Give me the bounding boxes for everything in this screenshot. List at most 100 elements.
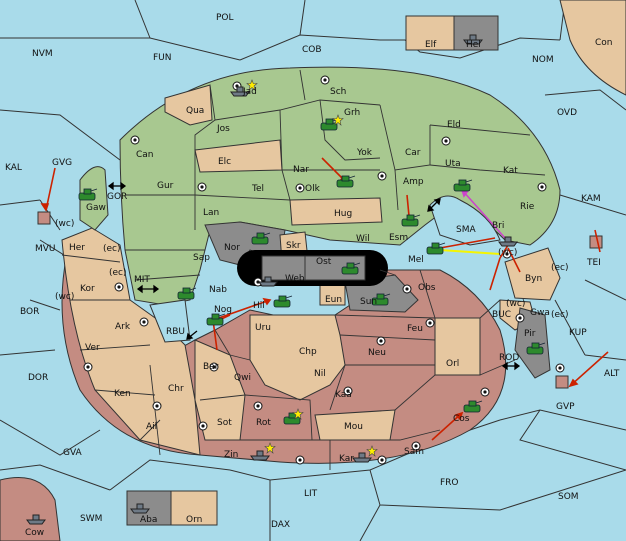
sea-kam: KAM xyxy=(581,194,601,204)
sea-rod: ROD xyxy=(499,353,519,363)
province-elc-label: Elc xyxy=(218,157,231,167)
sea-sma: SMA xyxy=(456,225,476,235)
province-byn-label: Byn xyxy=(525,274,542,284)
province-eun-label: Eun xyxy=(325,295,342,305)
province-mvu-marker[interactable] xyxy=(37,211,51,225)
province-nab-label: Nab xyxy=(209,285,227,295)
province-con-label: Con xyxy=(595,38,613,48)
coast-bri-wc: (wc) xyxy=(498,248,517,258)
province-car-label: Car xyxy=(405,148,421,158)
province-hug-area[interactable] xyxy=(289,197,383,226)
sea-gor: GOR xyxy=(107,192,127,202)
province-borders xyxy=(61,69,546,470)
province-gvp-marker[interactable] xyxy=(555,375,569,389)
province-qwi-label: Qwi xyxy=(234,373,251,383)
army-units xyxy=(78,118,546,425)
province-kat-label: Kat xyxy=(503,166,518,176)
province-orl-label: Orl xyxy=(446,359,459,369)
province-hug-label: Hug xyxy=(334,209,352,219)
province-kar-label: Kar xyxy=(339,454,354,464)
adjacency-arrows xyxy=(107,181,521,371)
lake-sma xyxy=(429,195,501,246)
inlet-rbu xyxy=(149,299,191,343)
province-cow[interactable] xyxy=(0,477,61,541)
gray-labels: Skr Ost Web Sun Pir Hel Aba xyxy=(140,40,536,525)
province-chr-label: Chr xyxy=(168,384,184,394)
province-amp-label: Amp xyxy=(403,177,424,187)
province-gur-label: Gur xyxy=(157,181,174,191)
province-chp-label: Chp xyxy=(299,347,317,357)
province-aba-label: Aba xyxy=(140,515,157,525)
province-rie-label: Rie xyxy=(520,202,535,212)
province-nor-label: Nor xyxy=(224,243,240,253)
sea-alt: ALT xyxy=(604,369,620,379)
province-sun-label: Sun xyxy=(360,297,377,307)
supply-centers xyxy=(83,75,565,465)
star-markers xyxy=(246,79,378,457)
province-cow-label: Cow xyxy=(25,528,44,538)
province-elf-label: Elf xyxy=(425,40,437,50)
sea-dax: DAX xyxy=(271,520,290,530)
coast-mvu-wc: (wc) xyxy=(55,219,74,229)
province-cos-label: Cos xyxy=(453,414,470,424)
province-rot-label: Rot xyxy=(256,418,271,428)
sea-kal: KAL xyxy=(5,163,22,173)
sea-fro: FRO xyxy=(440,478,459,488)
province-nar-label: Nar xyxy=(293,165,309,175)
province-orn[interactable] xyxy=(170,490,218,526)
coast-her-ec: (ec) xyxy=(103,244,121,254)
province-wil-label: Wil xyxy=(356,234,370,244)
province-hil-label: Hil xyxy=(253,301,265,311)
sea-fun: FUN xyxy=(153,53,172,63)
sea-gvp: GVP xyxy=(556,402,575,412)
coast-labels: (wc) (ec) (ec) (wc) (wc) (ec) (wc) (ec) xyxy=(55,219,569,320)
province-web-label: Web xyxy=(285,274,305,284)
province-aba[interactable] xyxy=(126,490,172,526)
province-eld-label: Eld xyxy=(447,120,461,130)
sea-nvm: NVM xyxy=(32,49,53,59)
province-jos-label: Jos xyxy=(216,124,230,134)
coast-kor-wc: (wc) xyxy=(55,292,74,302)
sea-som: SOM xyxy=(558,492,579,502)
sea-mit: MIT xyxy=(134,275,150,285)
province-kaa-label: Kaa xyxy=(335,390,352,400)
province-uru-label: Uru xyxy=(255,323,271,333)
province-nog-label: Nog xyxy=(214,305,232,315)
sea-gva: GVA xyxy=(63,448,83,458)
province-qua-area[interactable] xyxy=(164,84,213,126)
tan-labels: Her Kor Ark Ver Chr Bar Uru Chp Nil Sot … xyxy=(69,40,550,525)
sea-gvg: GVG xyxy=(52,158,72,168)
province-skr-label: Skr xyxy=(286,241,301,251)
coast-kor-ec: (ec) xyxy=(109,268,127,278)
province-jad-label: Jad xyxy=(242,87,257,97)
province-olk-label: Olk xyxy=(305,184,321,194)
province-yok-label: Yok xyxy=(356,148,373,158)
province-sap-label: Sap xyxy=(193,253,210,263)
province-ken-label: Ken xyxy=(114,389,131,399)
province-byn-area[interactable] xyxy=(504,247,561,301)
province-orn-label: Orn xyxy=(186,515,202,525)
province-sch-label: Sch xyxy=(330,87,346,97)
sea-swm: SWM xyxy=(80,514,102,524)
province-can-label: Can xyxy=(136,150,154,160)
sea-rbu: RBU xyxy=(166,327,185,337)
sea-kup: KUP xyxy=(569,328,587,338)
green-labels: Jad Sch Qua Jos Grh Eld Can Elc Yok Car … xyxy=(86,87,535,295)
province-feu-label: Feu xyxy=(407,324,423,334)
province-gwa-label: Gwa xyxy=(530,308,550,318)
province-lan-label: Lan xyxy=(203,208,219,218)
province-pir-label: Pir xyxy=(524,329,536,339)
province-inner-tan[interactable] xyxy=(249,314,346,401)
province-tel-label: Tel xyxy=(251,184,264,194)
province-bar-label: Bar xyxy=(203,362,219,372)
province-zin-label: Zin xyxy=(224,450,238,460)
province-web-center[interactable] xyxy=(261,255,366,281)
province-mel-label: Mel xyxy=(408,255,424,265)
province-her-label: Her xyxy=(69,243,85,253)
province-sam-label: Sam xyxy=(404,447,424,457)
province-gaw-label: Gaw xyxy=(86,203,106,213)
province-kor-label: Kor xyxy=(80,284,95,294)
sea-ovd: OVD xyxy=(557,108,577,118)
sea-cob: COB xyxy=(302,45,322,55)
